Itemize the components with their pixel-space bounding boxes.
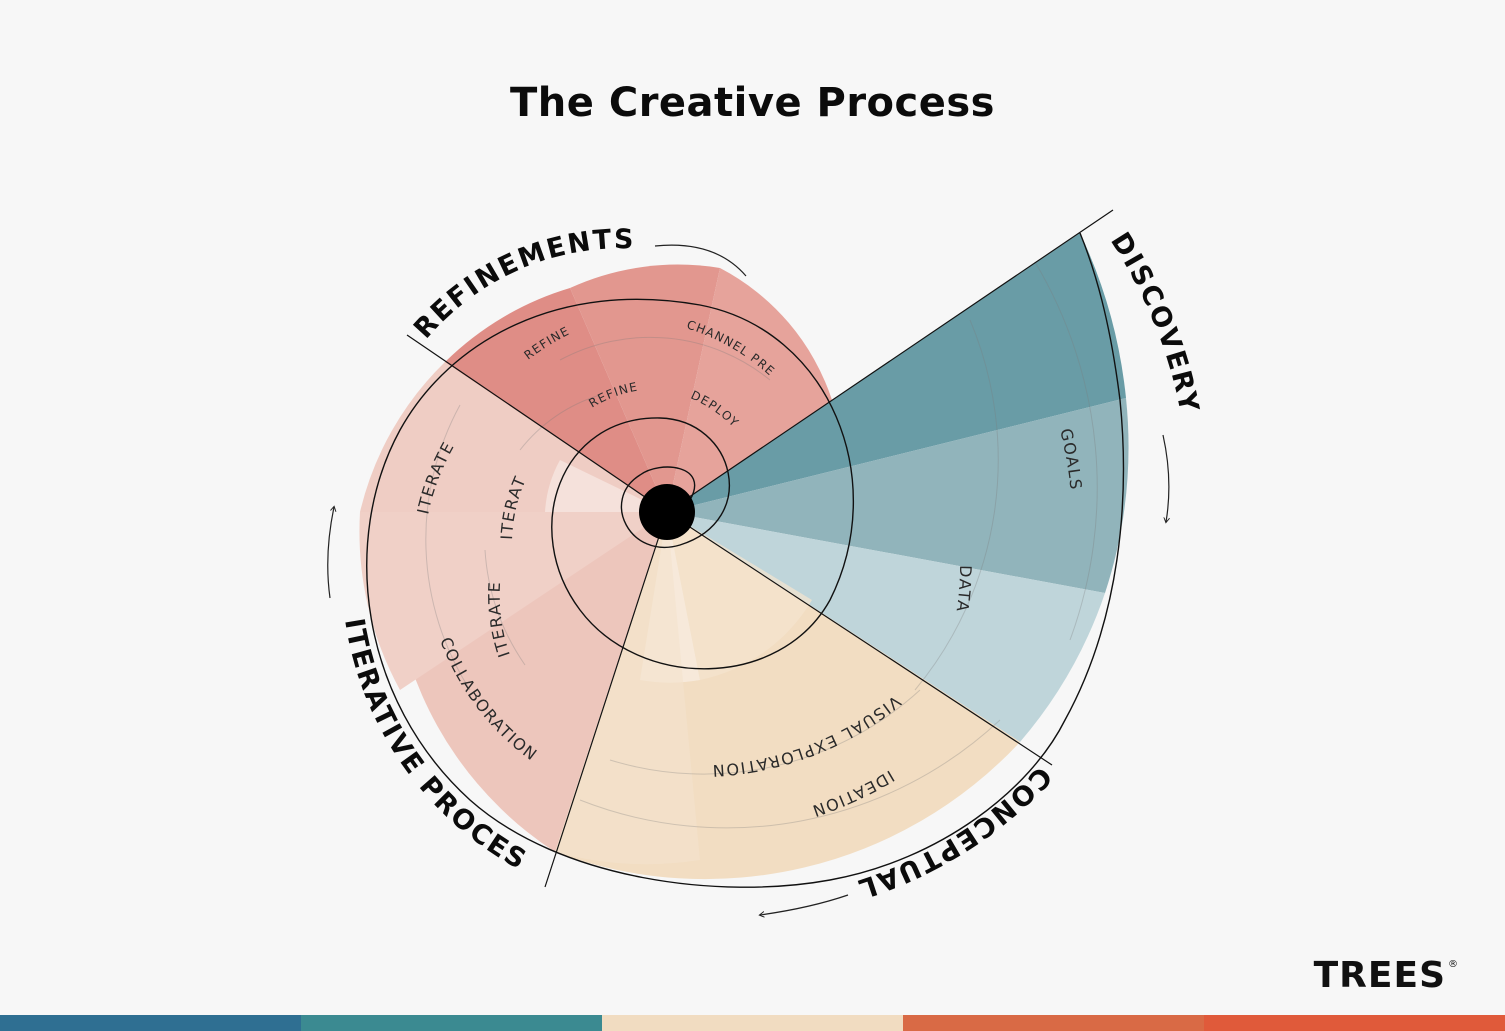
sector-conceptual — [555, 512, 1020, 880]
iterative-light-2 — [359, 512, 667, 690]
iterative-light-1 — [360, 362, 667, 512]
footer-segment — [903, 1015, 1204, 1031]
refinements-band-2 — [570, 264, 720, 512]
footer-segment — [602, 1015, 903, 1031]
brand-name: TREES — [1313, 955, 1446, 996]
footer-segment — [1204, 1015, 1505, 1031]
conceptual-arrow — [760, 894, 849, 915]
footer-segment — [301, 1015, 602, 1031]
trees-logo: TREES® — [1314, 955, 1459, 996]
iterative-center-glow — [545, 460, 667, 512]
spiral-line — [366, 232, 1125, 888]
center-dot — [639, 484, 695, 540]
discovery-band-outer — [667, 233, 1126, 512]
sector-iterative — [359, 362, 667, 852]
flow-arrows — [327, 244, 1169, 915]
sector-refinements — [445, 264, 832, 512]
divider-lines — [406, 209, 1114, 888]
conceptual-glow-3 — [555, 512, 700, 865]
refinements-band-1 — [445, 288, 667, 512]
discovery-arrow — [1162, 434, 1169, 522]
refinements-band-3 — [667, 268, 832, 512]
sector-discovery — [667, 233, 1129, 742]
guide-rings — [425, 261, 1098, 829]
label-data: DATA — [952, 565, 975, 614]
discovery-band-inner — [667, 512, 1105, 742]
iterative-arrow — [327, 507, 334, 599]
conceptual-glow-1 — [667, 512, 812, 680]
discovery-band-mid — [667, 398, 1129, 593]
footer-segment — [0, 1015, 301, 1031]
refinements-arrow — [654, 244, 747, 277]
page-title: The Creative Process — [510, 80, 995, 126]
footer-color-bar — [0, 1015, 1505, 1031]
registered-mark: ® — [1448, 959, 1459, 970]
